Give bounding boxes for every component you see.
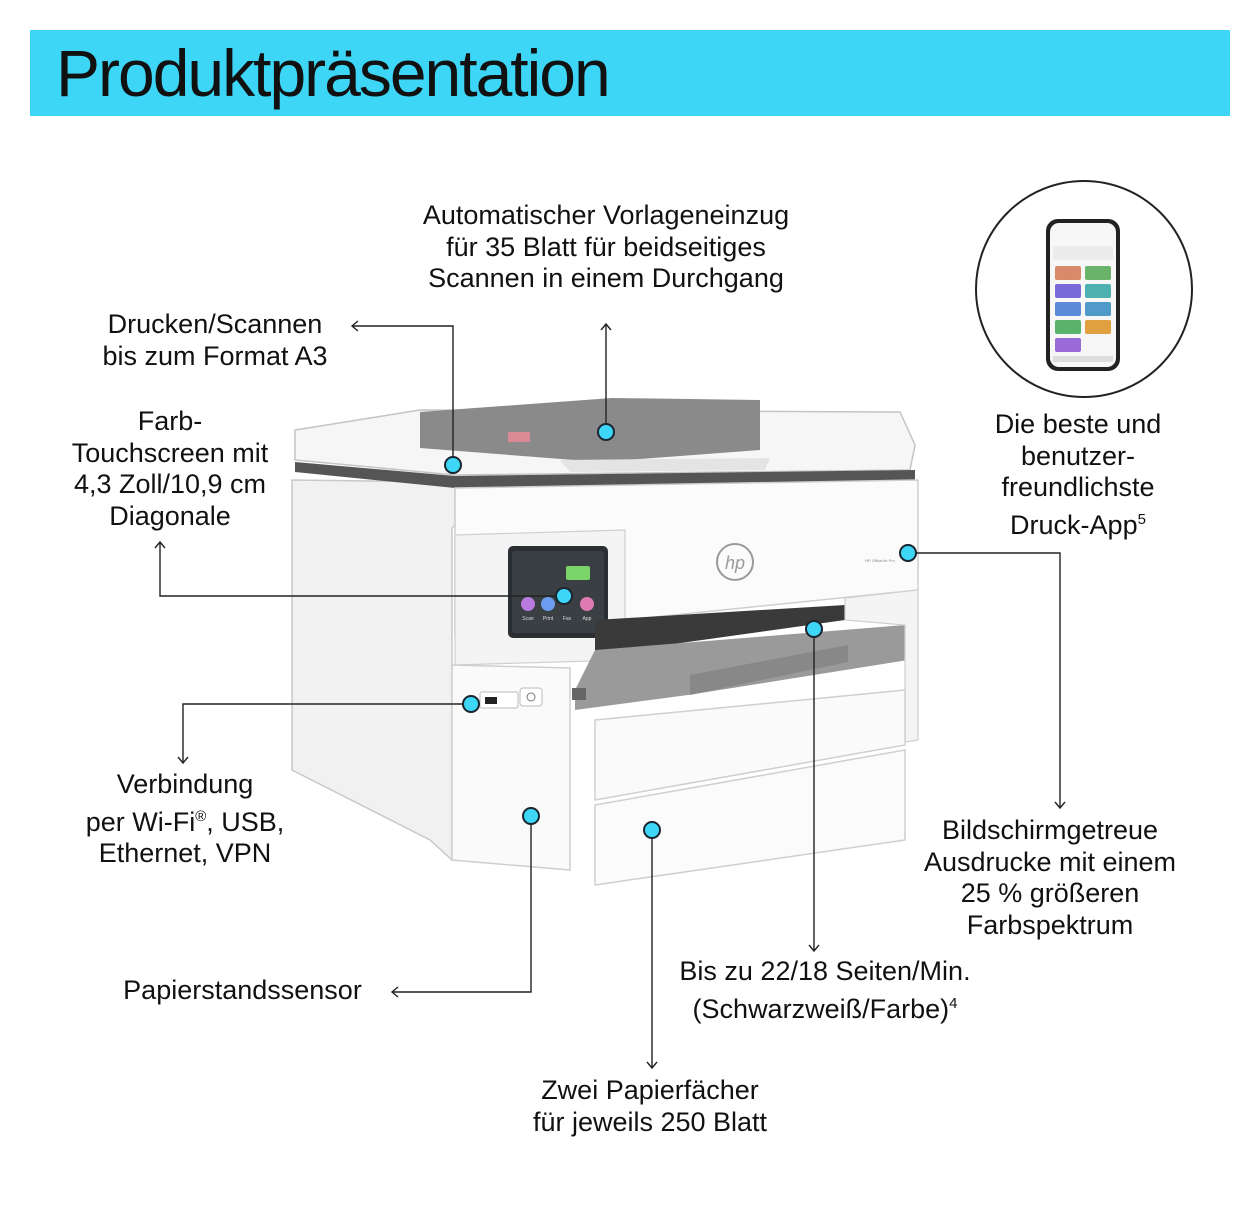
screen-print-label: Print [543,616,554,622]
title-banner: Produktpräsentation [30,30,1230,116]
paper-tray-1 [594,689,906,801]
hp-logo-icon [716,543,754,581]
callout-speed: Bis zu 22/18 Seiten/Min. (Schwarzweiß/Fa… [679,956,971,1024]
hp-logo-text: hp [725,553,745,573]
callout-dot-connectivity [462,695,480,713]
output-slot [595,605,845,655]
arrow-connectivity [177,756,189,765]
screen-scan-icon [521,597,535,611]
callout-dot-adf [597,423,615,441]
screen-app-icon [580,597,594,611]
arrow-paper-sensor [390,986,399,998]
leader-touchscreen [159,542,564,597]
app-phone-circle [975,180,1193,398]
printer-front-lower-left [451,664,571,871]
callout-touchscreen: Farb- Touchscreen mit 4,3 Zoll/10,9 cm D… [71,406,269,531]
leader-a3 [352,325,454,465]
callout-paper-sensor: Papierstandssensor [123,975,362,1005]
adf-tray [420,398,760,462]
callout-dot-paper-sensor [522,807,540,825]
power-icon [526,692,536,702]
arrow-color [1054,801,1066,810]
callout-dot-a3 [444,456,462,474]
tray-latch [572,688,586,700]
page-title: Produktpräsentation [56,36,611,110]
arrow-trays [646,1061,658,1070]
usb-port [485,697,497,704]
callout-dot-color [899,544,917,562]
callout-trays: Zwei Papierfächer für jeweils 250 Blatt [532,1075,768,1137]
callout-app: Die beste und benutzer- freundlichste Dr… [994,409,1162,540]
adf-paper-guide [508,432,530,442]
leader-color [908,552,1061,808]
arrow-touchscreen [154,540,166,549]
screen-print-icon [541,597,555,611]
leader-paper-sensor [392,816,532,993]
callout-adf: Automatischer Vorlageneinzug für 35 Blat… [422,200,790,293]
paper-tray-2 [594,749,906,886]
arrow-a3 [350,320,359,332]
printer-left-side [291,479,456,862]
arrow-speed [808,944,820,953]
model-name: HP OfficeJet Pro [865,558,895,563]
scanner-seam [295,462,915,488]
screen-fax-label: Fax [563,616,572,622]
callout-connectivity: Verbindung per Wi-Fi®, USB, Ethernet, VP… [85,769,285,868]
output-tray-extender [690,645,848,695]
smartphone-icon [1046,219,1120,371]
leader-connectivity [182,703,471,763]
callout-color: Bildschirmgetreue Ausdrucke mit einem 25… [923,815,1177,940]
screen-app-label: App [583,616,592,622]
callout-a3: Drucken/Scannen bis zum Format A3 [102,309,328,371]
callout-dot-trays [643,821,661,839]
adf-output [560,458,770,472]
arrow-adf [600,322,612,331]
callout-dot-speed [805,620,823,638]
callout-dot-touchscreen [555,587,573,605]
screen-ok-button [566,566,590,580]
power-button [519,687,543,707]
screen-scan-label: Scan [522,616,534,622]
